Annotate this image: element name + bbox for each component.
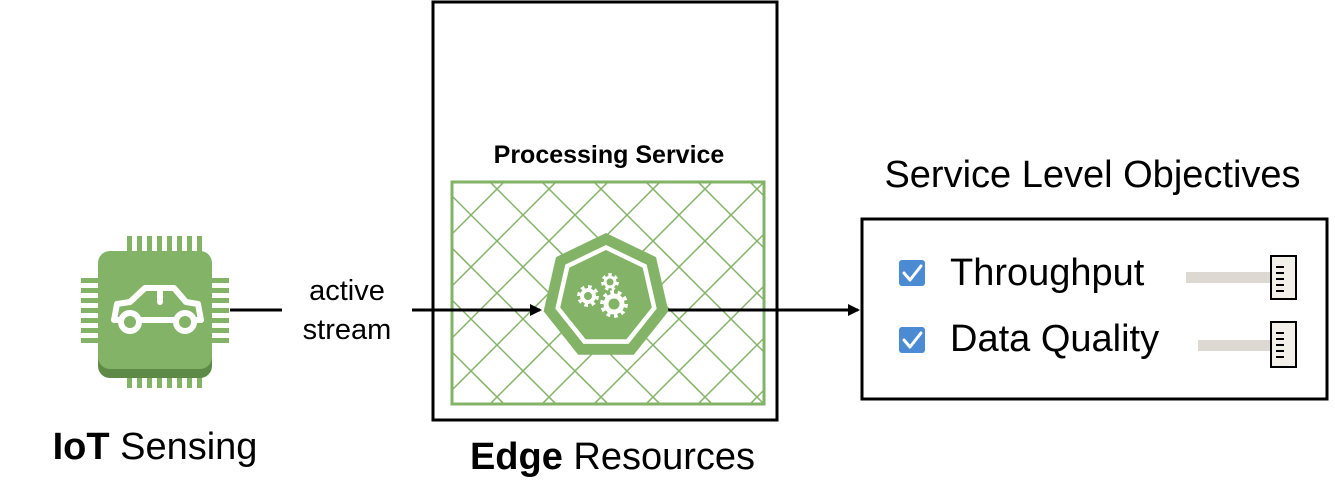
edge-label-rest: Resources (562, 436, 756, 478)
stream-label-line1: active (309, 275, 385, 307)
slider-handle[interactable] (1270, 255, 1297, 300)
stream-label: active stream (282, 272, 412, 350)
slider-track (1186, 272, 1272, 283)
iot-label-rest: Sensing (109, 426, 258, 468)
data-quality-slider[interactable] (1198, 321, 1297, 368)
slo-title: Service Level Objectives (884, 154, 1301, 196)
throughput-checkbox[interactable] (899, 260, 925, 286)
slo-box (860, 217, 1329, 401)
slo-item-throughput-label: Throughput (950, 252, 1145, 294)
edge-label-bold: Edge (469, 436, 563, 478)
processing-service-title: Processing Service (493, 141, 725, 169)
slider-track (1198, 340, 1272, 351)
data-quality-checkbox[interactable] (899, 327, 925, 353)
car-chip-icon (81, 236, 229, 388)
gears-heptagon-icon (543, 233, 669, 355)
iot-label-bold: IoT (52, 426, 110, 468)
edge-resources-label: Edge Resources (420, 432, 805, 482)
slider-handle[interactable] (1270, 321, 1297, 368)
stream-label-line2: stream (302, 314, 392, 346)
iot-sensing-label: IoT Sensing (10, 422, 300, 472)
slo-item-data-quality-label: Data Quality (950, 318, 1160, 360)
throughput-slider[interactable] (1186, 255, 1297, 300)
